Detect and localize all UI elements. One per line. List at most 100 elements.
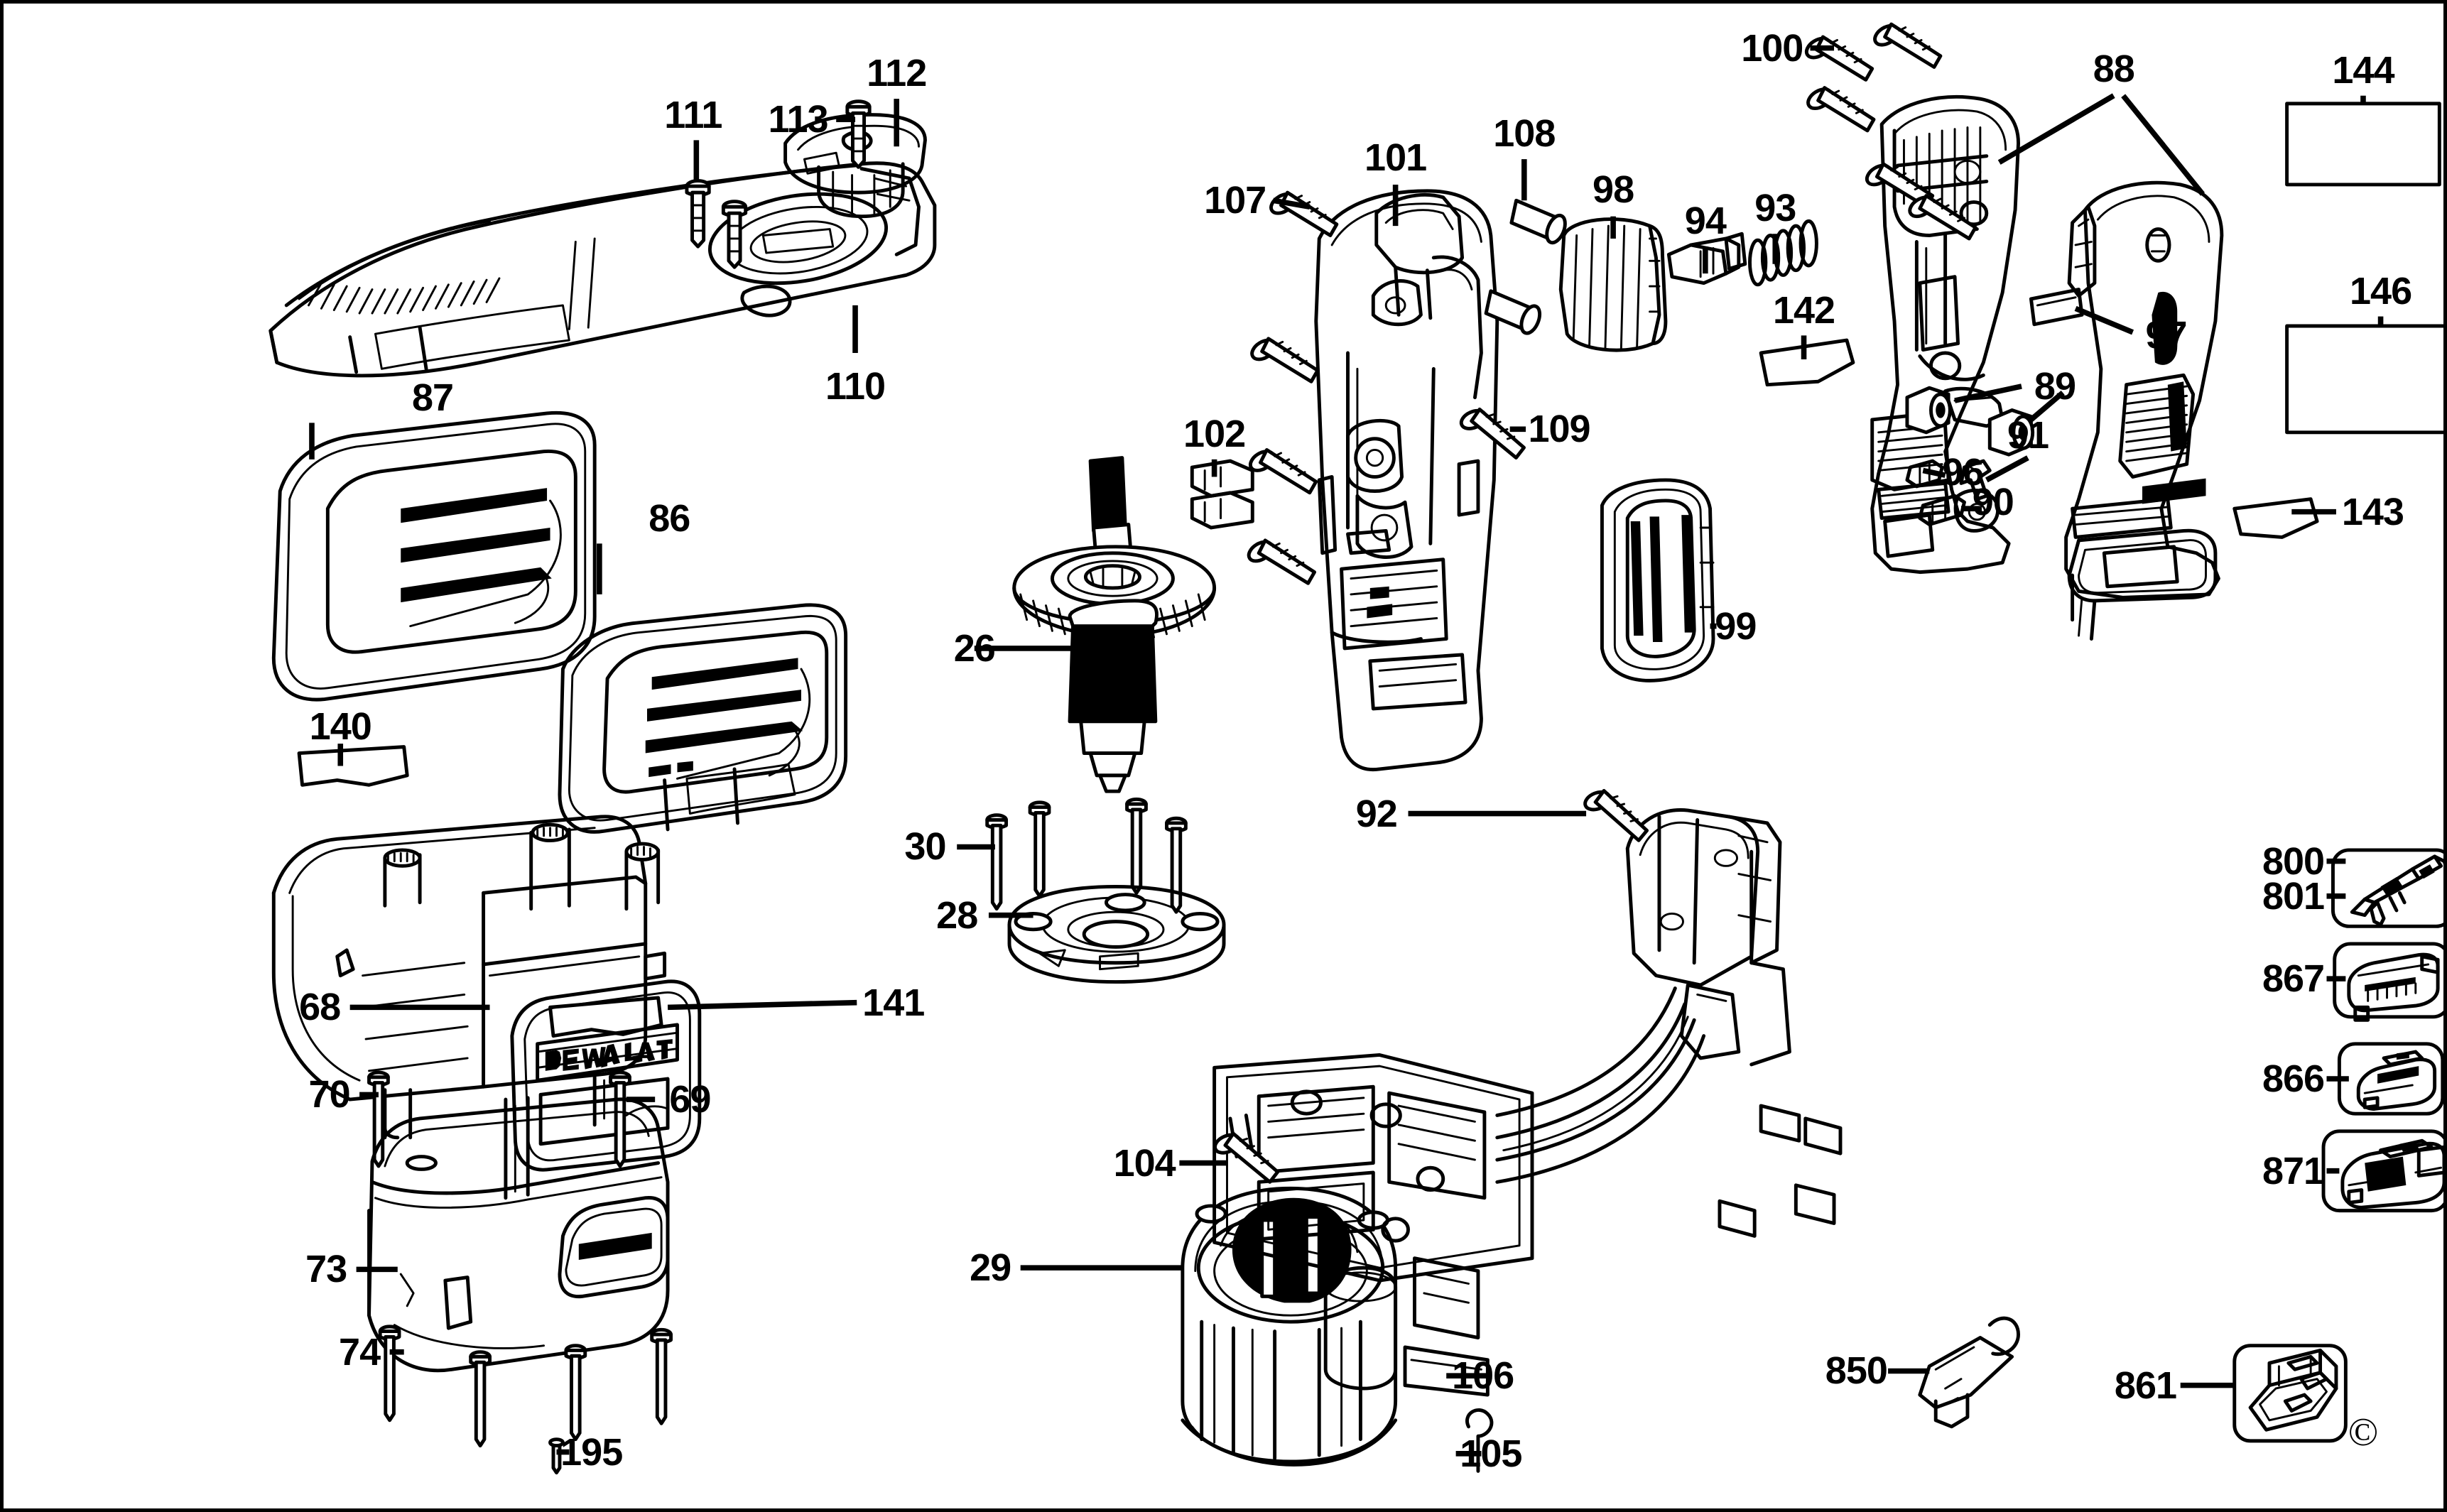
box-144 bbox=[2285, 102, 2441, 187]
part-110-top-cover bbox=[268, 161, 937, 378]
part-97-strip bbox=[2029, 288, 2084, 327]
part-141-nameplate bbox=[548, 996, 663, 1038]
part-30-screw-c bbox=[1127, 799, 1146, 893]
callout-098: 98 bbox=[1593, 168, 1634, 211]
part-195-screw-b bbox=[566, 1346, 585, 1440]
callout-106: 106 bbox=[1452, 1354, 1514, 1398]
part-26-armature bbox=[1012, 456, 1217, 793]
callout-866: 866 bbox=[2262, 1057, 2325, 1100]
part-92-screw bbox=[1577, 785, 1653, 842]
part-88-clamshell-right bbox=[2064, 180, 2224, 641]
part-111-screw-b bbox=[723, 202, 745, 268]
callout-026: 26 bbox=[953, 626, 996, 670]
callout-146: 146 bbox=[2350, 269, 2412, 312]
part-29-motor-assembly bbox=[1181, 808, 1843, 1467]
callout-093: 93 bbox=[1754, 187, 1796, 230]
part-30-screw-a bbox=[987, 815, 1007, 909]
part-28-bearing-plate bbox=[1007, 884, 1226, 984]
part-73-lower-shroud bbox=[367, 1096, 670, 1373]
callout-800: 800 bbox=[2262, 839, 2325, 883]
callout-068: 68 bbox=[299, 986, 341, 1029]
part-850-hang-tag bbox=[1918, 1316, 2020, 1429]
callout-102: 102 bbox=[1183, 413, 1246, 456]
part-87-side-cover bbox=[271, 410, 597, 702]
callout-112: 112 bbox=[867, 52, 927, 95]
part-101-housing-half bbox=[1314, 189, 1499, 772]
copyright-symbol: © bbox=[2348, 1410, 2379, 1454]
callout-074: 74 bbox=[339, 1330, 381, 1374]
callout-099: 99 bbox=[1715, 604, 1757, 648]
part-107-screw-d bbox=[1245, 538, 1314, 584]
callout-867: 867 bbox=[2262, 957, 2325, 1001]
callout-070: 70 bbox=[308, 1073, 351, 1116]
callout-871: 871 bbox=[2262, 1149, 2325, 1192]
accessory-861-case bbox=[2232, 1344, 2348, 1443]
accessory-866-battery bbox=[2337, 1042, 2443, 1116]
callout-850: 850 bbox=[1825, 1349, 1888, 1393]
callout-087: 87 bbox=[411, 376, 454, 419]
callout-097: 97 bbox=[2145, 314, 2188, 357]
part-105-wire-clip bbox=[1465, 1408, 1494, 1473]
callout-108: 108 bbox=[1493, 112, 1556, 156]
part-99-grip-boot bbox=[1600, 478, 1715, 682]
box-146 bbox=[2285, 324, 2443, 435]
part-107-screw-b bbox=[1249, 337, 1318, 382]
callout-100: 100 bbox=[1741, 26, 1803, 70]
part-100-screw-a bbox=[1803, 35, 1872, 80]
part-195-screw-c bbox=[652, 1329, 671, 1423]
callout-101: 101 bbox=[1364, 136, 1427, 179]
callout-140: 140 bbox=[309, 705, 372, 748]
callout-142: 142 bbox=[1772, 288, 1835, 332]
accessory-800-801 bbox=[2331, 848, 2443, 928]
part-143-nameplate bbox=[2232, 497, 2319, 539]
callout-141: 141 bbox=[862, 981, 925, 1024]
callout-090: 90 bbox=[1972, 481, 2014, 524]
part-89-bushing-a bbox=[1905, 386, 1952, 435]
callout-086: 86 bbox=[649, 496, 690, 540]
callout-107: 107 bbox=[1204, 179, 1266, 222]
part-93-spring bbox=[1748, 219, 1818, 287]
callout-030: 30 bbox=[904, 825, 946, 869]
callout-144: 144 bbox=[2332, 48, 2394, 92]
callout-861: 861 bbox=[2114, 1364, 2177, 1407]
part-108-pin bbox=[1509, 198, 1567, 245]
callout-110: 110 bbox=[825, 364, 886, 408]
callout-091: 91 bbox=[2007, 414, 2049, 457]
callout-069: 69 bbox=[669, 1078, 711, 1121]
callout-029: 29 bbox=[970, 1246, 1011, 1290]
part-100-screw-c bbox=[1805, 85, 1874, 131]
part-107-screw-c bbox=[1247, 447, 1316, 493]
part-30-screw-d bbox=[1166, 818, 1185, 912]
accessory-867-charger bbox=[2333, 942, 2443, 1022]
leader-lines bbox=[309, 45, 2384, 1457]
callout-096: 96 bbox=[1942, 450, 1984, 494]
callout-143: 143 bbox=[2341, 490, 2404, 533]
callout-028: 28 bbox=[936, 893, 978, 937]
part-142-nameplate bbox=[1759, 338, 1855, 387]
callout-801: 801 bbox=[2262, 874, 2325, 918]
callout-113: 113 bbox=[768, 98, 828, 141]
callout-073: 73 bbox=[305, 1248, 347, 1291]
part-102-brush-holder bbox=[1190, 459, 1254, 530]
callout-195: 195 bbox=[560, 1430, 623, 1474]
part-108-pin-b bbox=[1484, 289, 1542, 335]
part-100-screw-b bbox=[1872, 22, 1941, 67]
callout-094: 94 bbox=[1684, 200, 1727, 243]
part-100-screw-e bbox=[1906, 193, 1975, 239]
callout-109: 109 bbox=[1528, 408, 1590, 451]
part-91-clip bbox=[1959, 459, 1992, 501]
part-86-side-cover bbox=[558, 603, 848, 834]
part-98-bellows bbox=[1558, 217, 1668, 352]
part-90-terminal bbox=[1918, 494, 1966, 526]
accessory-871-battery bbox=[2321, 1129, 2443, 1213]
part-30-screw-b bbox=[1030, 803, 1049, 896]
part-111-screw bbox=[687, 181, 709, 247]
part-140-nameplate bbox=[297, 745, 409, 787]
callout-088: 88 bbox=[2093, 47, 2135, 90]
diagram-artwork: .s{fill:none;stroke:#000;stroke-width:2.… bbox=[268, 4, 2443, 1475]
part-94-switch-actuator bbox=[1666, 232, 1747, 285]
part-89-bushing-b bbox=[1987, 408, 2035, 457]
callout-089: 89 bbox=[2034, 364, 2076, 408]
callout-104: 104 bbox=[1113, 1141, 1176, 1185]
